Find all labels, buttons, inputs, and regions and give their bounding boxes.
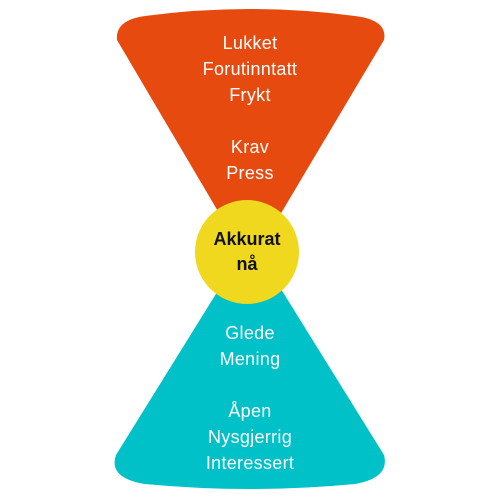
label-glede: Glede [225,323,275,343]
spacer [0,108,500,134]
bottom-funnel-shape [114,246,385,489]
top-funnel-shape [116,9,385,258]
top-funnel-labels: Lukket Forutinntatt Frykt Krav Press [0,30,500,186]
label-forutinntatt: Forutinntatt [202,59,298,79]
bottom-funnel-labels: Glede Mening Åpen Nysgjerrig Interessert [0,320,500,476]
label-krav: Krav [230,137,270,157]
label-apen: Åpen [228,401,272,421]
label-mening: Mening [219,349,281,369]
label-frykt: Frykt [229,85,271,105]
label-lukket: Lukket [222,33,278,53]
center-label: Akkurat nå [195,207,299,297]
spacer [0,372,500,398]
label-press: Press [226,163,274,183]
center-label-line1: Akkurat [213,229,281,249]
center-label-line2: nå [236,254,258,274]
label-interessert: Interessert [205,453,295,473]
center-circle [195,200,299,304]
label-nysgjerrig: Nysgjerrig [207,427,293,447]
